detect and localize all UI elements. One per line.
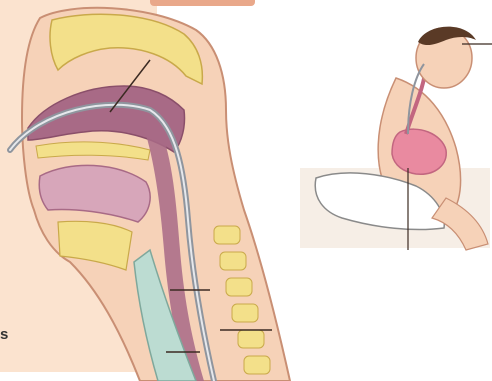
sagittal-section-diagram (0, 0, 300, 381)
label-fragment: s (0, 326, 8, 343)
patient-illustration (296, 18, 492, 258)
